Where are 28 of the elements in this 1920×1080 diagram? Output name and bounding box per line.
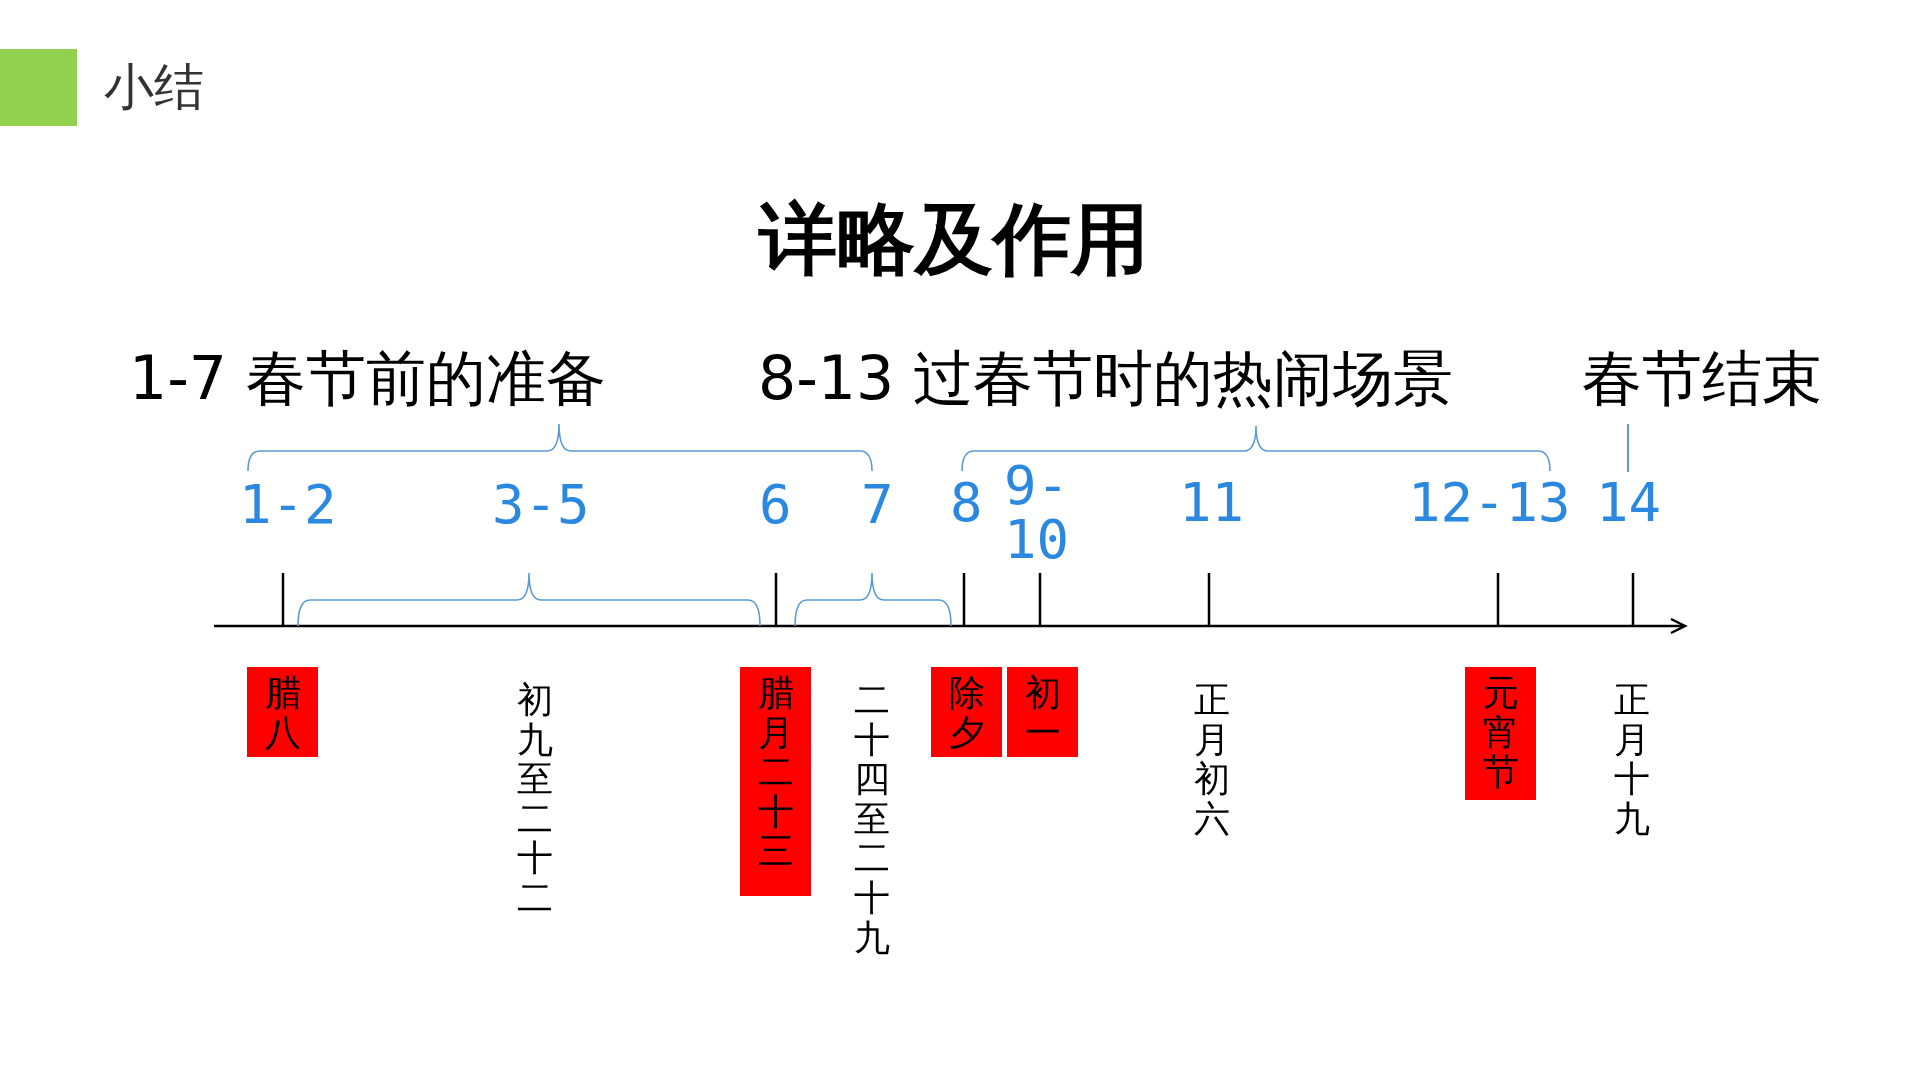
- step-number: 7: [861, 478, 894, 532]
- step-number: 8: [950, 476, 983, 530]
- step-number: 1-2: [239, 478, 337, 532]
- step-number: 9-10: [1004, 459, 1071, 567]
- group-heading: 1-7 春节前的准备: [129, 342, 607, 414]
- date-label: 正月初六: [1194, 680, 1230, 839]
- group-heading: 8-13 过春节时的热闹场景: [758, 342, 1454, 414]
- step-number: 6: [759, 478, 792, 532]
- date-label: 初九至二十二: [517, 680, 553, 918]
- date-label: 二十四至二十九: [854, 680, 890, 958]
- group-heading: 春节结束: [1582, 342, 1822, 414]
- date-label: 正月十九: [1614, 680, 1650, 839]
- date-label: 腊八: [264, 673, 301, 753]
- highlight-box: [740, 667, 811, 896]
- highlight-box: [931, 667, 1002, 757]
- highlight-box: [1465, 667, 1536, 800]
- date-label: 元宵节: [1482, 673, 1519, 792]
- section-heading: 小结: [104, 57, 204, 117]
- step-number: 12-13: [1408, 476, 1571, 530]
- diagram-title: 详略及作用: [759, 200, 1149, 278]
- date-label: 初一: [1024, 673, 1061, 753]
- date-label: 腊月二十三: [757, 673, 794, 871]
- step-number: 3-5: [492, 478, 590, 532]
- highlight-box: [247, 667, 318, 757]
- date-label: 除夕: [948, 673, 985, 753]
- highlight-box: [1007, 667, 1078, 757]
- step-number: 14: [1596, 476, 1662, 530]
- step-number: 11: [1179, 476, 1245, 530]
